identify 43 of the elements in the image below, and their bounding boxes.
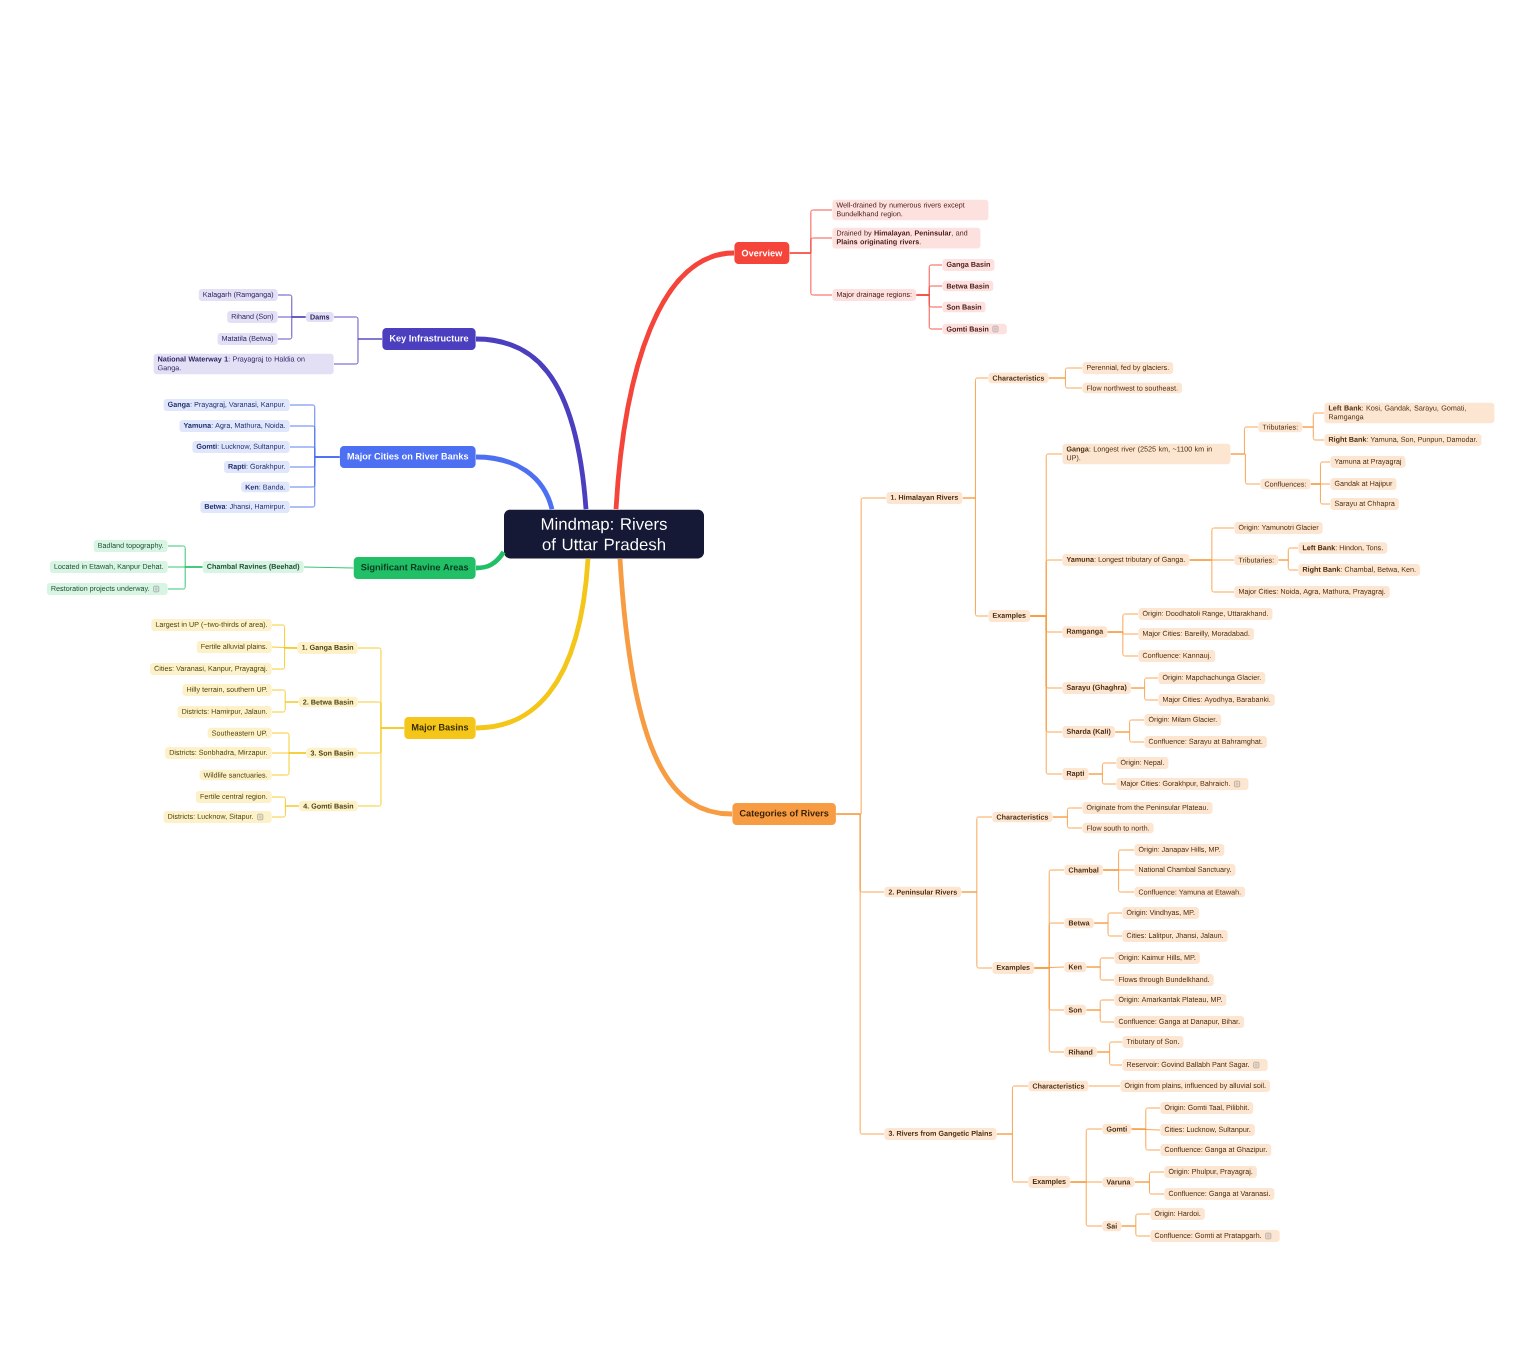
connector-line [996,1133,1029,1183]
connector-line [1107,631,1139,657]
connector-line [289,456,340,508]
connector-line [1088,773,1117,785]
connector-line [271,805,300,818]
connector-line [1088,1085,1121,1087]
connector-line [271,752,307,776]
connector-line [1310,483,1331,505]
connector-line [1070,1181,1103,1227]
connector-line [1230,453,1261,485]
connector-line [303,566,354,569]
connector-line [475,454,555,510]
connector-line [916,294,943,330]
connector-line [613,250,735,510]
connector-line [1096,1051,1123,1066]
connector-line [167,566,203,590]
connector-line [333,338,383,365]
connector-line [475,558,591,731]
connector-line [1085,1009,1115,1023]
connector-line [1030,615,1063,775]
connector-line [1121,1225,1151,1237]
connector-line [1189,559,1235,593]
connector-line [1130,687,1159,701]
connector-line [1302,426,1325,441]
connector-line [617,558,733,817]
connector-line [475,550,506,571]
connector-line [962,497,989,617]
connector-line [1052,816,1083,829]
connector-line [271,701,299,713]
connector-line [1278,559,1299,571]
connector-line [1114,731,1145,743]
connector-line [1134,1181,1165,1195]
connector-line [1034,967,1065,1053]
connector-line [277,316,307,340]
connector-line [1093,922,1123,937]
connector-line [961,891,993,969]
connector-line [1131,1128,1161,1151]
connector-line [1048,377,1083,389]
connector-line [1085,966,1115,981]
connector-line [475,336,589,510]
connector-line [271,647,298,670]
connector-line [1102,869,1135,893]
central-topic-box: Mindmap: Rivers of Uttar Pradesh [504,509,704,559]
